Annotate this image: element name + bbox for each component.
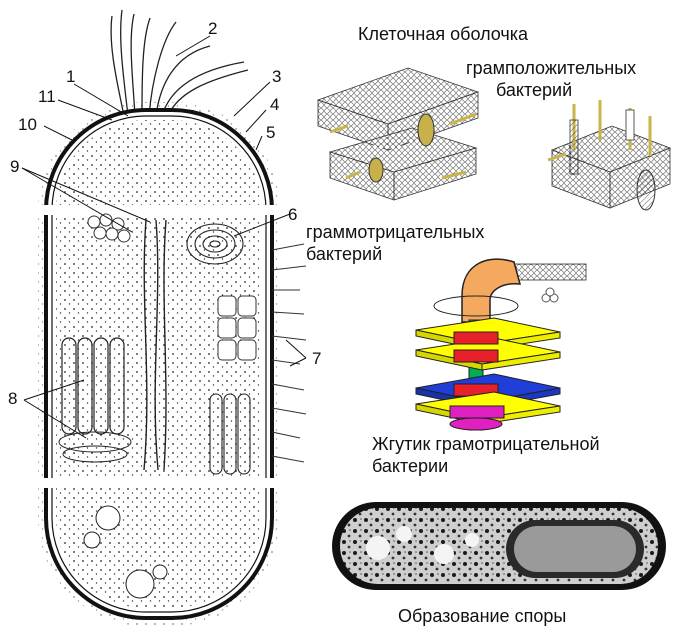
caption-gram-positive-line1: грамположительных (466, 58, 637, 78)
flagellum-motor-illustration (415, 258, 587, 431)
leader-lines (21, 35, 307, 439)
caption-gram-negative-line2: бактерий (306, 244, 383, 264)
label-9: 9 (10, 157, 20, 176)
label-5: 5 (266, 123, 276, 142)
caption-spore: Образование споры (398, 606, 567, 626)
label-3: 3 (272, 67, 282, 86)
bacterial-cell-diagram (20, 9, 307, 626)
membrane-folds (209, 393, 251, 475)
gram-positive-wall-illustration (316, 67, 480, 201)
mesosome (186, 223, 244, 265)
caption-flagellum-line2: бактерии (372, 456, 449, 476)
label-7: 7 (312, 349, 322, 368)
caption-flagellum-line1: Жгутик грамотрицательной (372, 434, 600, 454)
caption-gram-negative-line1: граммотрицательных (306, 222, 485, 242)
label-4: 4 (270, 95, 280, 114)
gram-negative-wall-illustration (547, 100, 672, 211)
label-2: 2 (208, 19, 218, 38)
flagellar-filament (511, 263, 587, 303)
flagellum-hook (461, 258, 522, 323)
chromatophores (217, 295, 257, 361)
thylakoid-stack (58, 431, 132, 463)
pili (271, 243, 307, 463)
spore-formation-image (332, 502, 666, 590)
flagella (110, 9, 249, 117)
granules (87, 213, 131, 243)
label-11: 11 (38, 87, 56, 106)
label-10: 10 (18, 115, 37, 134)
caption-gram-positive-line2: бактерий (496, 80, 573, 100)
label-8: 8 (8, 389, 18, 408)
caption-cell-wall: Клеточная оболочка (358, 24, 529, 44)
nucleoid (143, 219, 167, 471)
label-6: 6 (288, 205, 298, 224)
vacuoles (83, 505, 168, 599)
label-1: 1 (66, 67, 76, 86)
